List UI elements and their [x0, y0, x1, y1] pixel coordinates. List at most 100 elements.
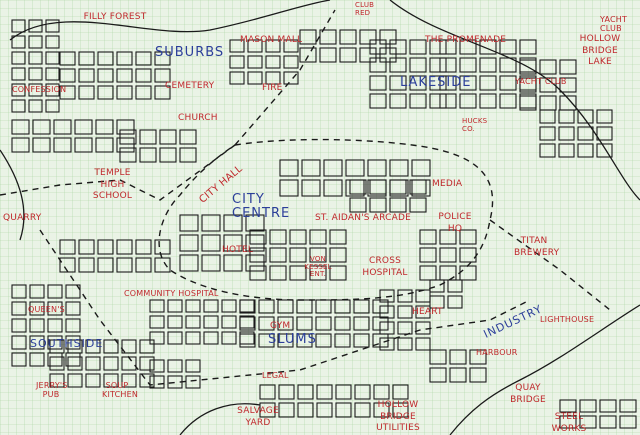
city-block — [116, 257, 133, 273]
city-block — [223, 234, 243, 252]
city-block — [447, 279, 463, 293]
city-block — [179, 129, 197, 145]
place-media: Media — [432, 179, 463, 189]
city-block — [116, 85, 133, 100]
city-block — [28, 83, 43, 97]
place-church: Church — [178, 113, 218, 123]
city-block — [78, 85, 95, 100]
city-block — [11, 284, 27, 299]
city-block — [299, 29, 317, 45]
place-filly-forest: Filly Forest — [83, 12, 147, 22]
city-block — [249, 247, 267, 263]
city-block — [159, 147, 177, 163]
city-block — [78, 68, 95, 83]
city-block — [539, 126, 556, 141]
city-block — [121, 339, 137, 354]
city-block — [519, 95, 537, 111]
city-block — [265, 71, 281, 85]
city-block — [28, 51, 43, 65]
city-block — [154, 85, 171, 100]
city-block — [389, 179, 407, 195]
city-block — [154, 51, 171, 66]
city-block — [28, 99, 43, 113]
city-block — [558, 143, 575, 158]
city-block — [29, 301, 45, 316]
city-block — [559, 59, 577, 75]
city-block — [221, 331, 237, 345]
city-block — [103, 373, 119, 388]
city-block — [269, 265, 287, 281]
city-block — [269, 229, 287, 245]
city-block — [379, 47, 397, 63]
city-block — [116, 68, 133, 83]
city-block — [116, 119, 135, 135]
district-slums: Slums — [268, 332, 317, 347]
city-block — [411, 159, 431, 177]
city-block — [119, 147, 137, 163]
city-block — [479, 75, 497, 91]
city-block — [59, 239, 76, 255]
place-quay-bridge: Quay Bridge — [510, 383, 546, 405]
city-block — [203, 331, 219, 345]
city-block — [59, 68, 76, 83]
city-block — [283, 55, 299, 69]
city-block — [309, 229, 327, 245]
city-block — [65, 335, 81, 350]
city-block — [139, 356, 155, 371]
city-block — [67, 356, 83, 371]
city-block — [469, 367, 487, 383]
place-harbour: Harbour — [476, 348, 518, 357]
city-block — [59, 85, 76, 100]
city-block — [283, 71, 299, 85]
city-block — [429, 39, 447, 55]
city-block — [149, 315, 165, 329]
city-block — [201, 234, 221, 252]
city-block — [45, 67, 60, 81]
city-block — [349, 197, 367, 213]
city-block — [59, 51, 76, 66]
place-von-kessel-ent: Von Kessel Ent. — [304, 255, 332, 279]
city-block — [121, 373, 137, 388]
city-block — [85, 339, 101, 354]
city-block — [301, 179, 321, 197]
city-block — [297, 384, 314, 400]
city-block — [359, 47, 377, 63]
place-soup-kitchen: Soup Kitchen — [102, 381, 139, 399]
city-block — [159, 129, 177, 145]
city-block — [249, 265, 267, 281]
city-block — [397, 321, 413, 335]
city-block — [359, 29, 377, 45]
city-centre-boundary — [158, 138, 494, 301]
lakeside-boundary — [0, 144, 236, 201]
district-suburbs: Suburbs — [155, 45, 225, 60]
city-block — [296, 316, 313, 331]
city-block — [329, 229, 347, 245]
coast-south — [449, 304, 640, 435]
city-block — [397, 337, 413, 351]
city-block — [11, 352, 27, 367]
place-steel-works: Steel Works — [551, 412, 587, 434]
city-block — [596, 109, 613, 124]
city-block — [59, 257, 76, 273]
city-block — [354, 384, 371, 400]
place-police-hq: Police HQ — [438, 212, 472, 234]
city-block — [154, 257, 171, 273]
city-block — [429, 349, 447, 365]
city-block — [301, 159, 321, 177]
city-block — [258, 316, 275, 331]
city-block — [316, 384, 333, 400]
city-block — [167, 331, 183, 345]
city-block — [245, 254, 265, 272]
city-block — [353, 316, 370, 331]
city-block — [499, 75, 517, 91]
city-block — [139, 373, 155, 388]
city-block — [45, 83, 60, 97]
city-block — [74, 119, 93, 135]
city-block — [397, 305, 413, 319]
place-cross-hospital: Cross Hospital — [362, 256, 408, 278]
city-block — [419, 229, 437, 245]
city-block — [249, 229, 267, 245]
city-block — [45, 99, 60, 113]
city-block — [373, 402, 390, 418]
city-block — [558, 126, 575, 141]
